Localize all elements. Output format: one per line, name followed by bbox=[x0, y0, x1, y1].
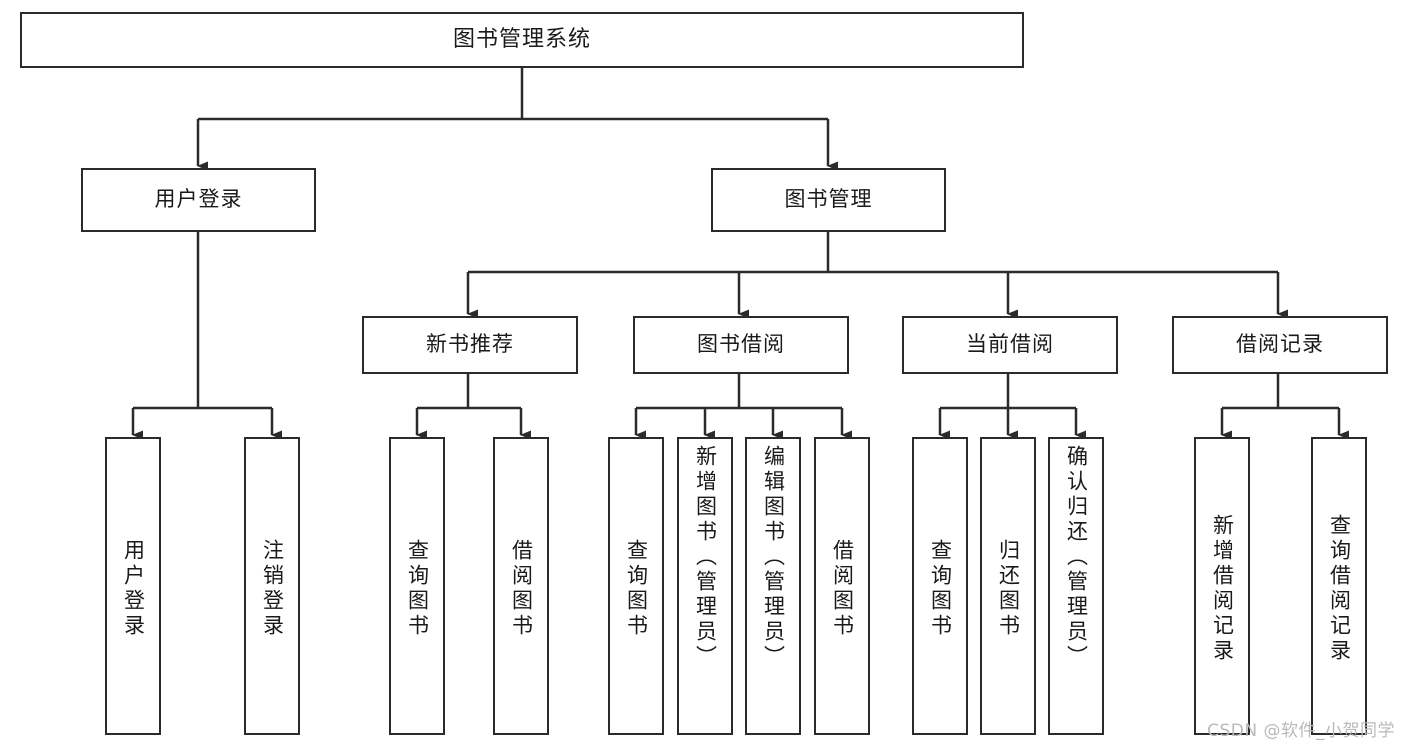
node-label: 图书管理 bbox=[784, 187, 873, 212]
node-label: 图书管理系统 bbox=[452, 26, 591, 52]
node-label: 新增图书（管理员） bbox=[693, 445, 718, 670]
leaf-new-book-borrow-book[interactable]: 借阅图书 bbox=[493, 437, 549, 735]
leaf-current-return-book[interactable]: 归还图书 bbox=[980, 437, 1036, 735]
node-label: 借阅图书 bbox=[830, 539, 855, 639]
leaf-current-query-book[interactable]: 查询图书 bbox=[912, 437, 968, 735]
node-user-login[interactable]: 用户登录 bbox=[81, 168, 316, 232]
node-label: 注销登录 bbox=[260, 539, 285, 639]
node-label: 新增借阅记录 bbox=[1210, 514, 1235, 664]
node-label: 借阅记录 bbox=[1236, 332, 1324, 357]
node-label: 用户登录 bbox=[154, 187, 243, 212]
node-label: 查询图书 bbox=[624, 539, 649, 639]
leaf-new-book-query-book[interactable]: 查询图书 bbox=[389, 437, 445, 735]
node-book-borrow[interactable]: 图书借阅 bbox=[633, 316, 849, 374]
node-label: 新书推荐 bbox=[426, 332, 514, 357]
node-label: 编辑图书（管理员） bbox=[761, 445, 786, 670]
node-label: 查询借阅记录 bbox=[1327, 514, 1352, 664]
node-label: 查询图书 bbox=[405, 539, 430, 639]
node-label: 用户登录 bbox=[121, 539, 146, 639]
leaf-user-login-login[interactable]: 用户登录 bbox=[105, 437, 161, 735]
leaf-user-login-logout[interactable]: 注销登录 bbox=[244, 437, 300, 735]
node-current-borrow[interactable]: 当前借阅 bbox=[902, 316, 1118, 374]
leaf-borrow-edit-book-admin[interactable]: 编辑图书（管理员） bbox=[745, 437, 801, 735]
leaf-current-confirm-return-admin[interactable]: 确认归还（管理员） bbox=[1048, 437, 1104, 735]
node-label: 确认归还（管理员） bbox=[1064, 445, 1089, 670]
leaf-borrow-borrow-book[interactable]: 借阅图书 bbox=[814, 437, 870, 735]
node-label: 归还图书 bbox=[996, 539, 1021, 639]
leaf-borrow-add-book-admin[interactable]: 新增图书（管理员） bbox=[677, 437, 733, 735]
leaf-borrow-query-book[interactable]: 查询图书 bbox=[608, 437, 664, 735]
node-new-book-recommend[interactable]: 新书推荐 bbox=[362, 316, 578, 374]
node-book-management[interactable]: 图书管理 bbox=[711, 168, 946, 232]
node-label: 借阅图书 bbox=[509, 539, 534, 639]
node-label: 查询图书 bbox=[928, 539, 953, 639]
node-borrow-record[interactable]: 借阅记录 bbox=[1172, 316, 1388, 374]
watermark: CSDN @软件_小贺同学 bbox=[1207, 721, 1395, 741]
node-label: 当前借阅 bbox=[966, 332, 1054, 357]
leaf-record-add-borrow-record[interactable]: 新增借阅记录 bbox=[1194, 437, 1250, 735]
leaf-record-query-borrow-record[interactable]: 查询借阅记录 bbox=[1311, 437, 1367, 735]
node-root-book-management-system[interactable]: 图书管理系统 bbox=[20, 12, 1024, 68]
node-label: 图书借阅 bbox=[697, 332, 785, 357]
